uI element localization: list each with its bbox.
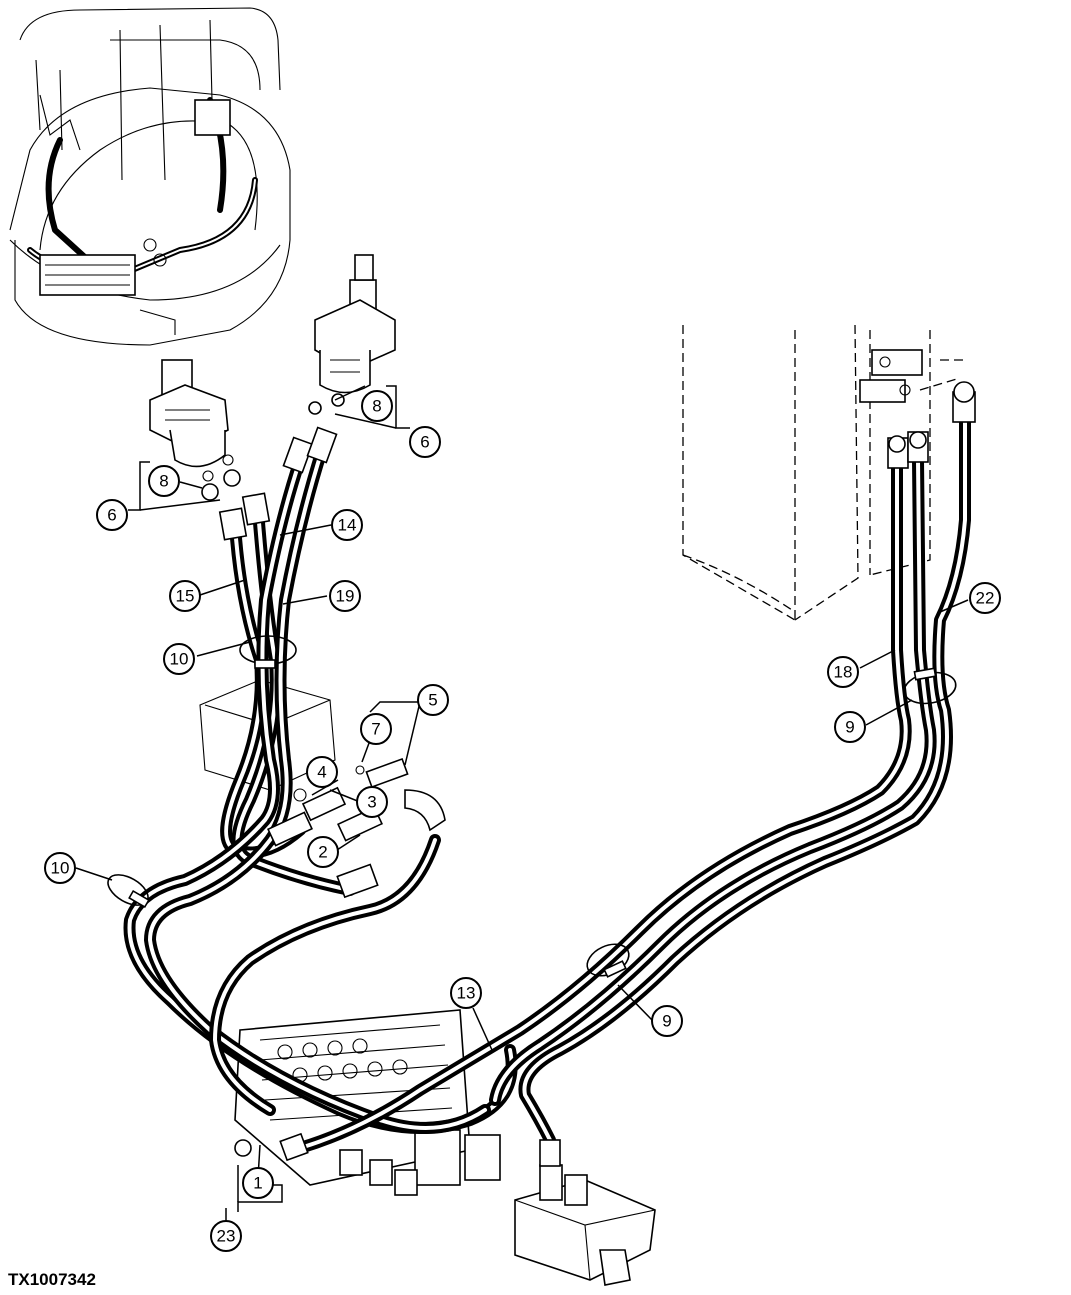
svg-text:10: 10 <box>51 859 70 878</box>
callout-19: 19 <box>329 580 361 612</box>
pilot-hose-short <box>209 834 441 1116</box>
hose-bundle-left <box>123 444 518 1134</box>
boom-fittings <box>859 349 923 403</box>
svg-text:19: 19 <box>336 587 355 606</box>
callout-10-upper: 10 <box>163 643 195 675</box>
callout-14: 14 <box>331 509 363 541</box>
valve-spools <box>277 1038 408 1083</box>
hose-fittings <box>201 381 976 1167</box>
lower-pilot-valve <box>149 359 229 468</box>
hose-clamps <box>107 635 957 978</box>
callout-13: 13 <box>450 977 482 1009</box>
control-valve-assembly <box>234 1009 501 1196</box>
svg-text:14: 14 <box>338 516 357 535</box>
svg-text:10: 10 <box>170 650 189 669</box>
callout-23: 23 <box>210 1220 242 1252</box>
callout-7: 7 <box>360 713 392 745</box>
figure-id-label: TX1007342 <box>8 1270 96 1289</box>
callout-1: 1 <box>242 1167 274 1199</box>
callout-18: 18 <box>827 656 859 688</box>
callout-4: 4 <box>306 756 338 788</box>
upper-pilot-valve <box>314 254 396 394</box>
svg-text:8: 8 <box>159 472 168 491</box>
callout-8-upper: 8 <box>361 390 393 422</box>
svg-text:4: 4 <box>317 763 326 782</box>
callout-2: 2 <box>307 836 339 868</box>
svg-text:18: 18 <box>834 663 853 682</box>
callout-5: 5 <box>417 684 449 716</box>
callout-22: 22 <box>969 582 1001 614</box>
svg-text:22: 22 <box>976 589 995 608</box>
svg-text:15: 15 <box>176 587 195 606</box>
svg-text:5: 5 <box>428 691 437 710</box>
callout-3: 3 <box>356 786 388 818</box>
machine-upper-structure <box>9 7 291 346</box>
leader-lines <box>75 385 969 1222</box>
callout-8-lower: 8 <box>148 465 180 497</box>
callout-6-upper: 6 <box>409 426 441 458</box>
svg-text:3: 3 <box>367 793 376 812</box>
svg-text:7: 7 <box>371 720 380 739</box>
callout-9-center: 9 <box>651 1005 683 1037</box>
svg-text:1: 1 <box>253 1174 262 1193</box>
svg-text:13: 13 <box>457 984 476 1003</box>
svg-text:9: 9 <box>662 1012 671 1031</box>
svg-text:2: 2 <box>318 843 327 862</box>
pilot-manifold-block <box>514 1164 656 1286</box>
hose-bundle-right <box>294 414 971 1154</box>
svg-text:8: 8 <box>372 397 381 416</box>
callout-6-lower: 6 <box>96 499 128 531</box>
svg-text:9: 9 <box>845 718 854 737</box>
svg-text:6: 6 <box>420 433 429 452</box>
adapter-fittings <box>267 757 446 899</box>
callout-15: 15 <box>169 580 201 612</box>
svg-text:23: 23 <box>217 1227 236 1246</box>
boom-outline <box>682 324 965 621</box>
svg-text:6: 6 <box>107 506 116 525</box>
callout-9-right: 9 <box>834 711 866 743</box>
callout-10-lower: 10 <box>44 852 76 884</box>
